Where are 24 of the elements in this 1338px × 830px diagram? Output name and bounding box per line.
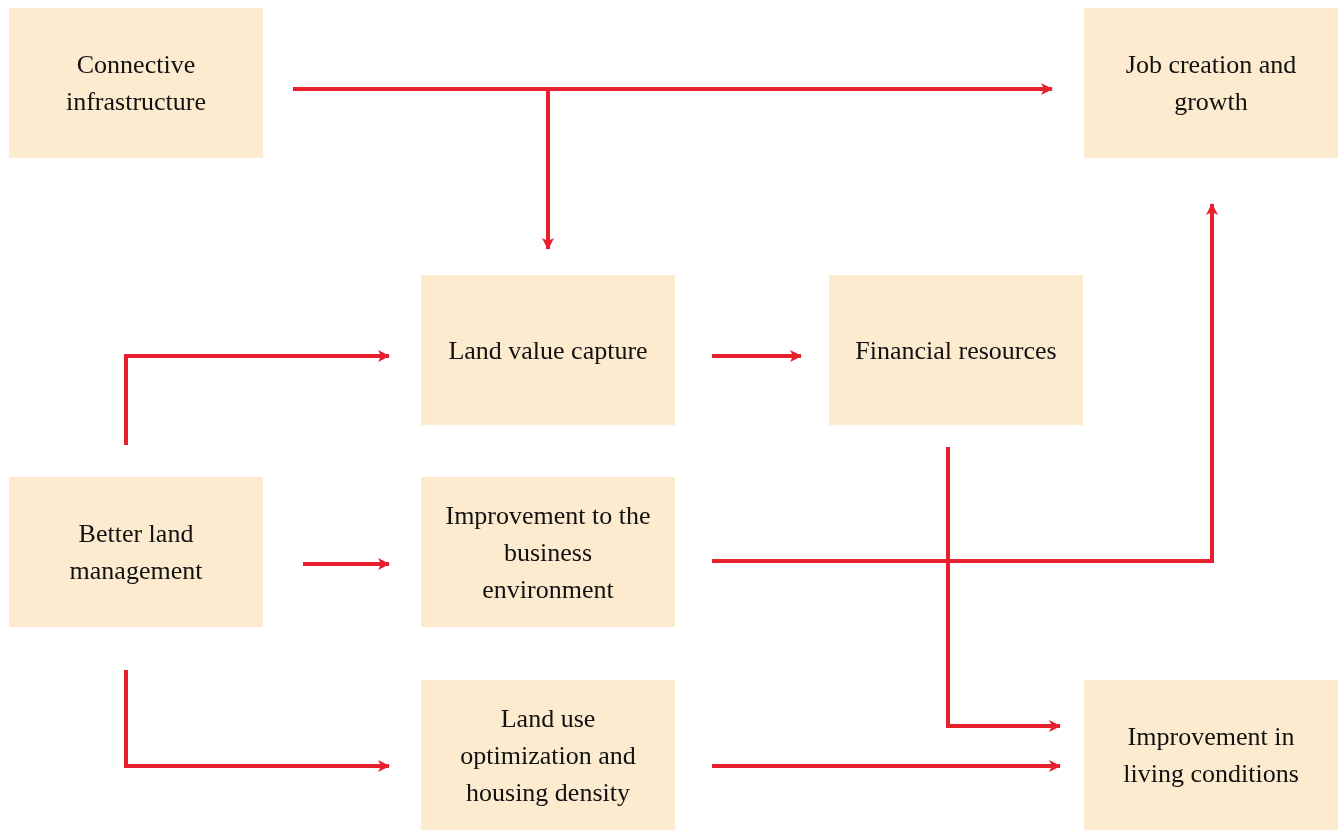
arrow — [712, 350, 802, 362]
box-label: Job creation and growth — [1124, 49, 1298, 118]
arrow — [124, 350, 390, 445]
box-label: Financial resources — [855, 334, 1057, 367]
process-box — [421, 477, 675, 627]
arrow — [124, 670, 390, 772]
box-label: Improvement in living conditions — [1122, 721, 1300, 790]
process-box — [9, 8, 263, 158]
arrow — [303, 558, 390, 570]
box-label: Improvement to the business environment — [444, 499, 652, 606]
arrow — [712, 760, 1061, 772]
arrow — [712, 203, 1218, 563]
process-box — [1084, 8, 1338, 158]
arrow — [293, 87, 554, 250]
box-label: Land use optimization and housing density — [459, 702, 637, 809]
process-box — [9, 477, 263, 627]
process-box — [1084, 680, 1338, 830]
box-label: Land value capture — [448, 334, 648, 367]
process-box — [829, 275, 1083, 425]
box-label: Connective infrastructure — [64, 49, 207, 118]
arrow — [946, 447, 1061, 732]
process-box — [421, 680, 675, 830]
box-label: Better land management — [68, 518, 204, 587]
process-box — [421, 275, 675, 425]
